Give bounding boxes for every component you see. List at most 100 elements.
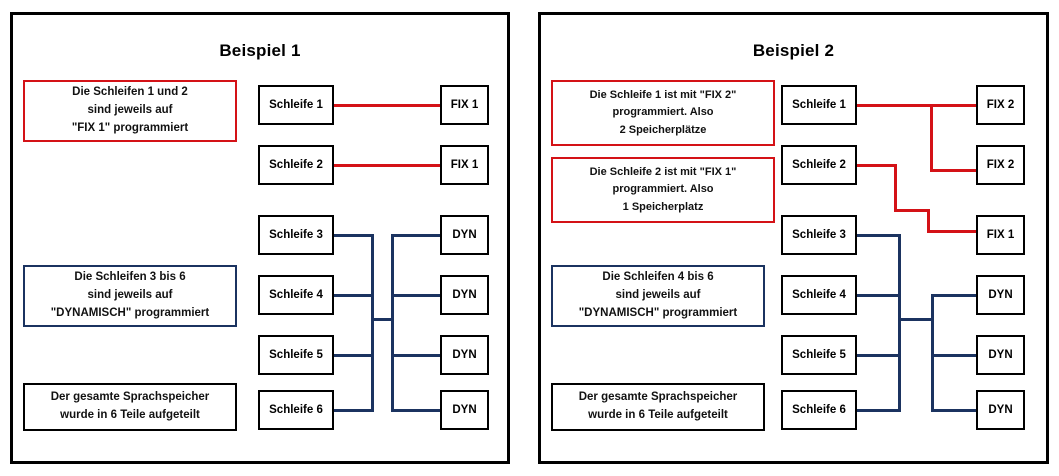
node-target-5[interactable]: DYN xyxy=(976,335,1025,375)
panel-title-beispiel-2: Beispiel 2 xyxy=(752,41,835,60)
node-schleife-6[interactable]: Schleife 6 xyxy=(781,390,857,430)
note-line: "DYNAMISCH" programmiert xyxy=(50,306,210,319)
node-label: FIX 1 xyxy=(450,99,479,111)
bus-rail-left xyxy=(371,234,374,412)
node-schleife-1[interactable]: Schleife 1 xyxy=(258,85,334,125)
node-target-6[interactable]: DYN xyxy=(976,390,1025,430)
node-schleife-5[interactable]: Schleife 5 xyxy=(258,335,334,375)
node-target-6[interactable]: DYN xyxy=(440,390,489,430)
node-label: Schleife 1 xyxy=(269,99,323,111)
node-target-2[interactable]: FIX 2 xyxy=(976,145,1025,185)
node-label: DYN xyxy=(452,349,477,361)
note-schleife1-fix2: Die Schleife 1 ist mit "FIX 2" programmi… xyxy=(551,80,775,146)
bus-rail-right xyxy=(931,294,934,412)
node-label: Schleife 2 xyxy=(269,159,323,171)
node-schleife-2[interactable]: Schleife 2 xyxy=(258,145,334,185)
node-schleife-3[interactable]: Schleife 3 xyxy=(781,215,857,255)
node-label: FIX 2 xyxy=(986,159,1015,171)
wire-schleife4-bus xyxy=(857,294,901,297)
node-schleife-1[interactable]: Schleife 1 xyxy=(781,85,857,125)
node-schleife-5[interactable]: Schleife 5 xyxy=(781,335,857,375)
node-label: Schleife 2 xyxy=(792,159,846,171)
node-label: DYN xyxy=(452,229,477,241)
wire-bus-dyn2 xyxy=(931,354,980,357)
node-schleife-3[interactable]: Schleife 3 xyxy=(258,215,334,255)
node-label: DYN xyxy=(988,289,1013,301)
wire-schleife6-bus xyxy=(334,409,374,412)
node-label: Schleife 5 xyxy=(269,349,323,361)
wire-schleife1-fix2-row1 xyxy=(857,104,980,107)
node-label: DYN xyxy=(988,349,1013,361)
node-target-1[interactable]: FIX 2 xyxy=(976,85,1025,125)
note-line: Die Schleifen 1 und 2 xyxy=(72,86,188,99)
wire-schleife2-seg2 xyxy=(894,164,897,212)
panel-beispiel-2: Beispiel 2 Die Schleife 1 ist mit "FIX 2… xyxy=(538,12,1049,464)
note-dynamisch-right: Die Schleifen 4 bis 6 sind jeweils auf "… xyxy=(551,265,765,327)
bus-crossbar xyxy=(898,318,934,321)
node-label: Schleife 6 xyxy=(792,404,846,416)
wire-bus-dyn1 xyxy=(391,234,440,237)
wire-bus-dyn1 xyxy=(931,294,980,297)
note-sprachspeicher-right: Der gesamte Sprachspeicher wurde in 6 Te… xyxy=(551,383,765,431)
note-line: 2 Speicherplätze xyxy=(619,123,707,136)
note-line: sind jeweils auf xyxy=(615,289,701,302)
wire-schleife3-bus xyxy=(334,234,374,237)
note-line: Der gesamte Sprachspeicher xyxy=(50,391,210,404)
node-target-3[interactable]: FIX 1 xyxy=(976,215,1025,255)
note-line: programmiert. Also xyxy=(612,106,714,119)
note-schleife2-fix1: Die Schleife 2 ist mit "FIX 1" programmi… xyxy=(551,157,775,223)
node-target-5[interactable]: DYN xyxy=(440,335,489,375)
wire-bus-dyn3 xyxy=(931,409,980,412)
wire-schleife2-fix1 xyxy=(927,230,980,233)
node-label: Schleife 6 xyxy=(269,404,323,416)
bus-rail-left xyxy=(898,234,901,412)
panel-title-beispiel-1: Beispiel 1 xyxy=(219,41,301,60)
node-target-4[interactable]: DYN xyxy=(976,275,1025,315)
note-line: Die Schleife 2 ist mit "FIX 1" xyxy=(589,166,737,179)
wire-bus-dyn3 xyxy=(391,354,440,357)
note-line: "DYNAMISCH" programmiert xyxy=(578,306,738,319)
node-label: DYN xyxy=(452,404,477,416)
note-line: Die Schleifen 3 bis 6 xyxy=(74,271,186,284)
node-schleife-2[interactable]: Schleife 2 xyxy=(781,145,857,185)
node-label: Schleife 4 xyxy=(269,289,323,301)
note-line: wurde in 6 Teile aufgeteilt xyxy=(60,409,200,421)
node-label: DYN xyxy=(988,404,1013,416)
wire-schleife1-fix1 xyxy=(334,104,445,107)
node-label: DYN xyxy=(452,289,477,301)
panel-beispiel-1: Beispiel 1 Die Schleifen 1 und 2 sind je… xyxy=(10,12,510,464)
wire-schleife2-seg3 xyxy=(894,209,930,212)
node-label: Schleife 3 xyxy=(269,229,323,241)
wire-schleife6-bus xyxy=(857,409,901,412)
note-fix1-left: Die Schleifen 1 und 2 sind jeweils auf "… xyxy=(23,80,237,142)
node-label: Schleife 1 xyxy=(792,99,846,111)
wire-schleife5-bus xyxy=(334,354,374,357)
wire-bus-dyn2 xyxy=(391,294,440,297)
node-label: Schleife 5 xyxy=(792,349,846,361)
wire-schleife1-branch-down xyxy=(930,104,933,172)
node-schleife-4[interactable]: Schleife 4 xyxy=(258,275,334,315)
note-line: sind jeweils auf xyxy=(87,104,173,117)
note-sprachspeicher-left: Der gesamte Sprachspeicher wurde in 6 Te… xyxy=(23,383,237,431)
bus-rail-right xyxy=(391,234,394,412)
node-target-4[interactable]: DYN xyxy=(440,275,489,315)
wire-schleife4-bus xyxy=(334,294,374,297)
note-line: Der gesamte Sprachspeicher xyxy=(578,391,738,404)
wire-schleife2-seg4 xyxy=(927,209,930,233)
node-target-3[interactable]: DYN xyxy=(440,215,489,255)
note-line: 1 Speicherplatz xyxy=(622,200,704,213)
node-label: Schleife 4 xyxy=(792,289,846,301)
note-line: Die Schleifen 4 bis 6 xyxy=(602,271,714,284)
wire-schleife2-seg1 xyxy=(857,164,897,167)
node-schleife-4[interactable]: Schleife 4 xyxy=(781,275,857,315)
node-target-1[interactable]: FIX 1 xyxy=(440,85,489,125)
node-target-2[interactable]: FIX 1 xyxy=(440,145,489,185)
node-schleife-6[interactable]: Schleife 6 xyxy=(258,390,334,430)
note-line: sind jeweils auf xyxy=(87,289,173,302)
node-label: FIX 1 xyxy=(986,229,1015,241)
note-line: programmiert. Also xyxy=(612,183,714,196)
wire-schleife1-fix2-row2 xyxy=(930,169,980,172)
wire-schleife2-fix1 xyxy=(334,164,445,167)
bus-crossbar xyxy=(371,318,394,321)
